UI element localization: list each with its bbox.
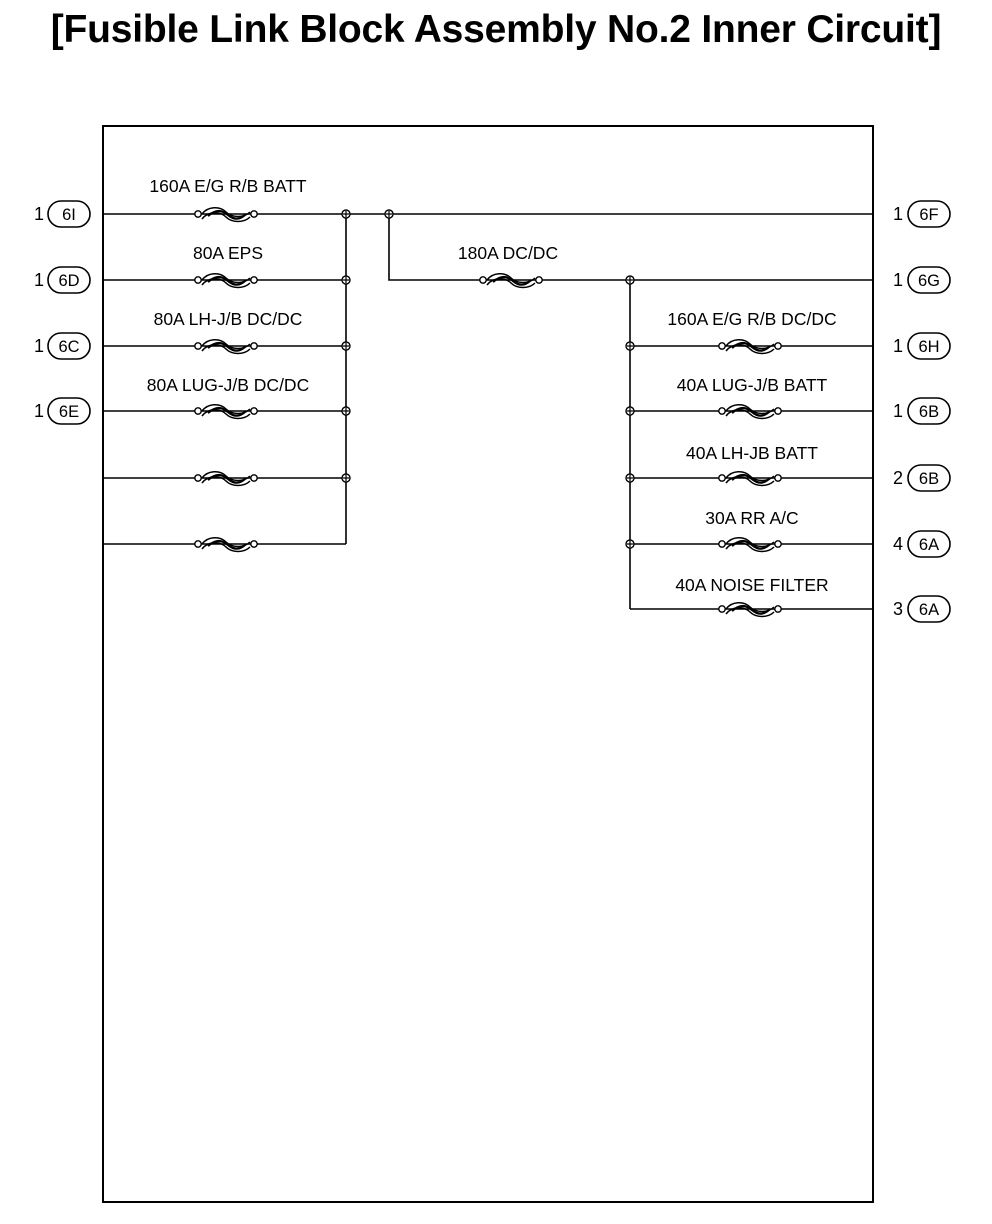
pin-number: 1 (893, 204, 903, 224)
left-terminal: 1 6E (34, 397, 91, 425)
pin-number: 1 (34, 270, 44, 290)
fuse-label: 80A LH-J/B DC/DC (154, 309, 303, 329)
pin-number: 1 (893, 401, 903, 421)
connector-code: 6H (918, 338, 939, 356)
fuse-label: 40A LUG-J/B BATT (677, 375, 828, 395)
pin-number: 1 (34, 401, 44, 421)
pin-number: 1 (893, 336, 903, 356)
right-terminal: 1 6B (893, 397, 951, 425)
pin-number: 1 (34, 204, 44, 224)
fuse-center: 180A DC/DC (458, 243, 558, 289)
connector-code: 6C (58, 338, 79, 356)
connector-code: 6G (918, 272, 940, 290)
connector-badge (907, 266, 951, 294)
pin-number: 2 (893, 468, 903, 488)
fuse-left-0: 160A E/G R/B BATT (149, 176, 307, 223)
connector-code: 6A (919, 536, 939, 554)
fuse-right-0: 160A E/G R/B DC/DC (667, 309, 837, 355)
connector-code: 6F (919, 206, 938, 224)
connector-code: 6E (59, 403, 79, 421)
connector-code: 6D (58, 272, 79, 290)
connector-badge (907, 530, 951, 558)
connector-badge (907, 595, 951, 623)
fuse-label: 40A NOISE FILTER (675, 575, 828, 595)
fuse-right-2: 40A LH-JB BATT (686, 443, 818, 487)
fuse-left-1: 80A EPS (193, 243, 263, 289)
right-terminal: 2 6B (893, 464, 951, 492)
connector-badge (47, 266, 91, 294)
fuse-label: 160A E/G R/B BATT (149, 176, 307, 196)
pin-number: 1 (34, 336, 44, 356)
connector-badge (907, 464, 951, 492)
connector-badge (907, 332, 951, 360)
connector-badge (907, 200, 951, 228)
connector-badge (47, 332, 91, 360)
connector-code: 6A (919, 601, 939, 619)
right-terminal: 1 6F (893, 200, 951, 228)
fuse-label: 30A RR A/C (705, 508, 798, 528)
right-terminal: 1 6G (893, 266, 951, 294)
fuse-label: 180A DC/DC (458, 243, 558, 263)
connector-code: 6B (919, 403, 939, 421)
fuse-label: 80A LUG-J/B DC/DC (147, 375, 309, 395)
right-terminal: 3 6A (893, 595, 951, 623)
fuse-right-3: 30A RR A/C (705, 508, 799, 553)
connector-badge (47, 200, 91, 228)
connector-code: 6I (62, 206, 76, 224)
connector-badge (47, 397, 91, 425)
fuse-label: 80A EPS (193, 243, 263, 263)
fuse-right-4: 40A NOISE FILTER (675, 575, 829, 618)
right-terminal: 1 6H (893, 332, 951, 360)
page-title: [Fusible Link Block Assembly No.2 Inner … (50, 8, 942, 51)
fuse-label: 40A LH-JB BATT (686, 443, 818, 463)
pin-number: 4 (893, 534, 903, 554)
left-terminal: 1 6I (34, 200, 91, 228)
connector-badge (907, 397, 951, 425)
fuse-label: 160A E/G R/B DC/DC (667, 309, 836, 329)
fuse-right-1: 40A LUG-J/B BATT (677, 375, 828, 420)
pin-number: 1 (893, 270, 903, 290)
block-outline (102, 125, 874, 1203)
right-terminal: 4 6A (893, 530, 951, 558)
left-terminal: 1 6D (34, 266, 91, 294)
connector-code: 6B (919, 470, 939, 488)
left-terminal: 1 6C (34, 332, 91, 360)
fuse-left-2: 80A LH-J/B DC/DC (154, 309, 303, 355)
fuse-left-3: 80A LUG-J/B DC/DC (147, 375, 309, 420)
pin-number: 3 (893, 599, 903, 619)
